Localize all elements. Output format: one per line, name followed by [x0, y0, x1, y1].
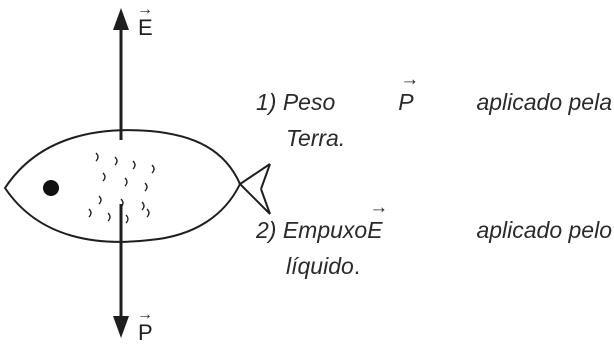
weight-force-arrow [113, 204, 129, 338]
item-number-and-word: 2) Empuxo → E [256, 197, 388, 248]
vector-symbol-p: → P [398, 69, 419, 120]
item-number-and-word: 1) Peso [256, 84, 335, 120]
vector-arrow: → [137, 306, 153, 323]
item-continuation: líquido [286, 253, 354, 279]
fish-scales [88, 152, 155, 224]
item-continuation: Terra. [286, 125, 346, 151]
weight-symbol: P [138, 320, 153, 345]
item-continuation-line: líquido. [256, 248, 612, 284]
vector-arrow: → [137, 1, 153, 18]
item-rest: aplicado pelo [476, 217, 612, 243]
fish-eye [43, 180, 59, 196]
item-number: 1) [256, 89, 277, 115]
item-line: 2) Empuxo → E aplicado pelo [256, 197, 612, 248]
item-line: 1) Peso → P aplicado pela [256, 69, 612, 120]
vector-arrow: → [369, 197, 389, 218]
vector-arrow: → [400, 69, 420, 90]
force-item-weight: 1) Peso → P aplicado pela Terra. [256, 69, 612, 156]
buoyancy-symbol: E [138, 15, 153, 40]
fish-tail [238, 163, 271, 215]
item-rest: aplicado pela [476, 89, 612, 115]
item-word: Empuxo [282, 217, 368, 243]
symbol: P [398, 89, 414, 115]
item-word: Peso [282, 89, 336, 115]
item-number: 2) [256, 217, 277, 243]
vector-symbol-e: → E [367, 197, 388, 248]
item-end: . [353, 253, 361, 279]
symbol: E [367, 217, 383, 243]
force-item-buoyancy: 2) Empuxo → E aplicado pelo líquido. [256, 197, 612, 284]
buoyancy-label: → E [137, 2, 153, 40]
weight-label: → P [137, 307, 153, 345]
buoyancy-force-arrow [113, 8, 129, 140]
